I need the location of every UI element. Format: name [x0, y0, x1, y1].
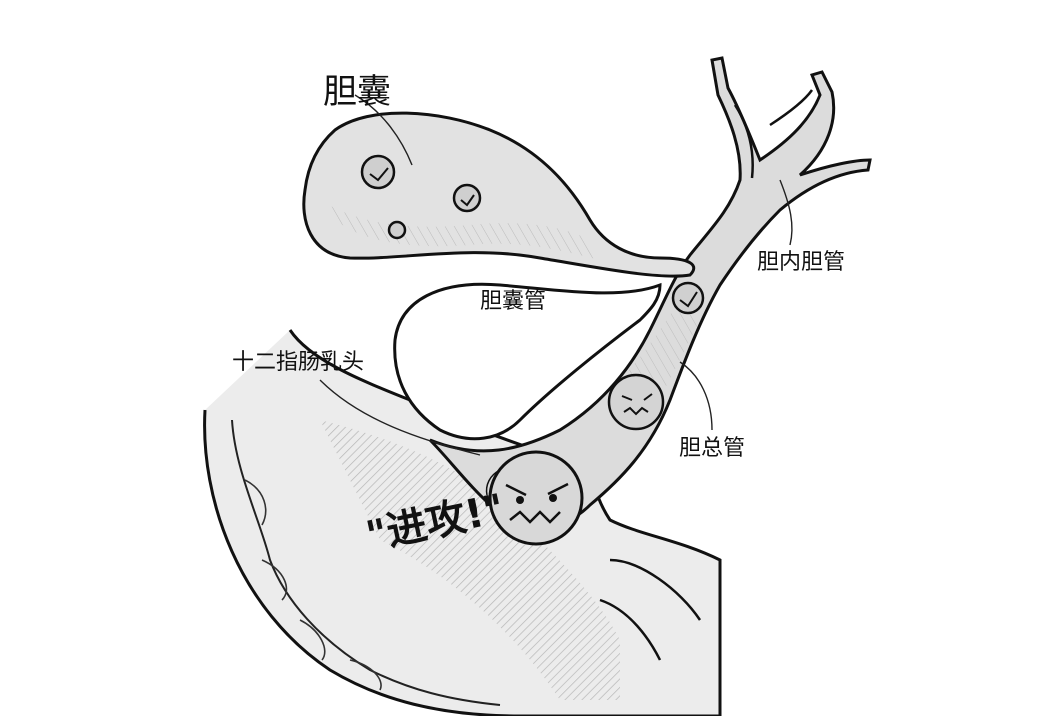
gallbladder-shading: [320, 200, 600, 260]
leader-gallbladder: [354, 94, 413, 166]
duodenum-inner-lining: [231, 419, 501, 706]
duct-stone-angry-1: [607, 373, 665, 431]
gallstone-2: [452, 183, 482, 213]
cystic-duct: [393, 282, 662, 441]
label-common-bile-duct: 胆总管: [679, 436, 746, 461]
label-cystic-duct: 胆囊管: [480, 289, 547, 314]
label-intrahepatic-duct: 胆内胆管: [757, 250, 846, 275]
leader-cbd: [679, 361, 713, 431]
label-gallbladder: 胆囊: [323, 72, 391, 112]
duodenum-shadow: [320, 420, 620, 700]
duct-stone-1: [671, 281, 705, 315]
gallstone-1: [360, 154, 396, 190]
duodenum-folds: [244, 479, 382, 691]
gallbladder-group: [302, 111, 696, 441]
duct-branch-inner: [733, 89, 814, 179]
common-bile-duct: [428, 56, 872, 532]
leader-papilla: [319, 379, 481, 456]
duodenum-lower-right: [599, 558, 702, 661]
leader-lines: [319, 94, 793, 456]
leader-intrahepatic: [779, 179, 793, 246]
gallbladder-wall: [302, 111, 696, 278]
duct-stone-angry-2: [485, 450, 584, 546]
label-duodenal-papilla: 十二指肠乳头: [232, 350, 365, 375]
gallstone-3: [387, 220, 407, 240]
